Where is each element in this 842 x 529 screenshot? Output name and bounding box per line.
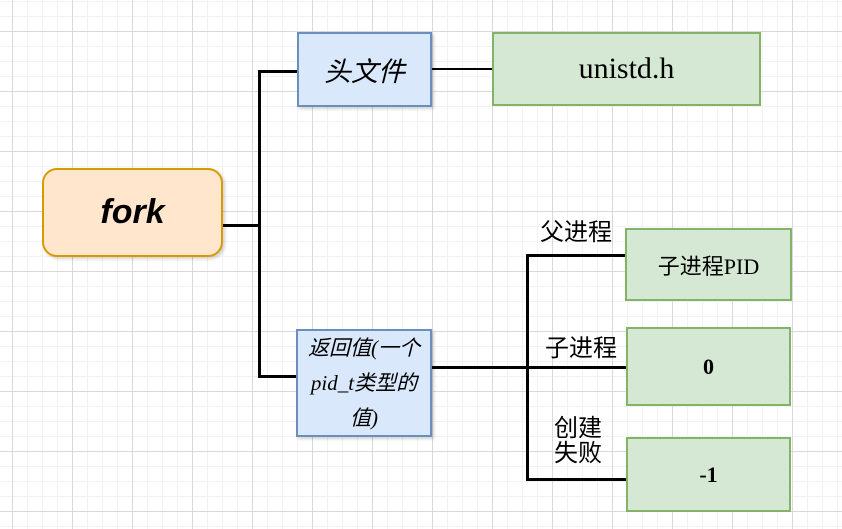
- connector-trunk-to-child-pid[interactable]: [526, 254, 626, 257]
- connector-right-trunk[interactable]: [526, 254, 529, 481]
- connector-left-trunk[interactable]: [258, 70, 261, 378]
- child-pid-node-label: 子进程PID: [657, 253, 760, 279]
- edge-label-create-fail-line-1: 创建: [554, 415, 602, 442]
- edge-label-child-process-text: 子进程: [545, 335, 617, 362]
- unistd-h-node[interactable]: unistd.h: [492, 32, 761, 106]
- minus-one-node-label: -1: [699, 461, 718, 487]
- zero-node[interactable]: 0: [626, 327, 791, 406]
- return-value-line-1: 返回值(一个: [308, 335, 420, 360]
- child-pid-node[interactable]: 子进程PID: [625, 228, 792, 301]
- connector-trunk-to-return[interactable]: [258, 375, 298, 378]
- fork-node-label: fork: [100, 193, 165, 231]
- connector-fork-to-trunk[interactable]: [222, 224, 261, 227]
- return-value-line-2: pid_t类型的: [310, 370, 418, 395]
- connector-header-to-unistd[interactable]: [432, 68, 493, 70]
- fork-node[interactable]: fork: [42, 168, 223, 257]
- header-file-node[interactable]: 头文件: [297, 32, 432, 107]
- unistd-h-node-label: unistd.h: [578, 52, 675, 85]
- edge-label-create-fail[interactable]: 创建 失败: [554, 416, 602, 466]
- header-file-node-label: 头文件: [324, 57, 405, 87]
- edge-label-parent-process-text: 父进程: [540, 219, 612, 246]
- edge-label-create-fail-line-2: 失败: [554, 440, 602, 467]
- minus-one-node[interactable]: -1: [626, 437, 791, 512]
- edge-label-parent-process[interactable]: 父进程: [540, 220, 612, 245]
- return-value-line-3: 值): [350, 405, 378, 430]
- connector-trunk-to-minus-one[interactable]: [526, 478, 627, 481]
- return-value-node[interactable]: 返回值(一个 pid_t类型的 值): [296, 329, 432, 437]
- zero-node-label: 0: [703, 353, 714, 379]
- edge-label-child-process[interactable]: 子进程: [545, 336, 617, 361]
- connector-trunk-to-header[interactable]: [258, 70, 299, 73]
